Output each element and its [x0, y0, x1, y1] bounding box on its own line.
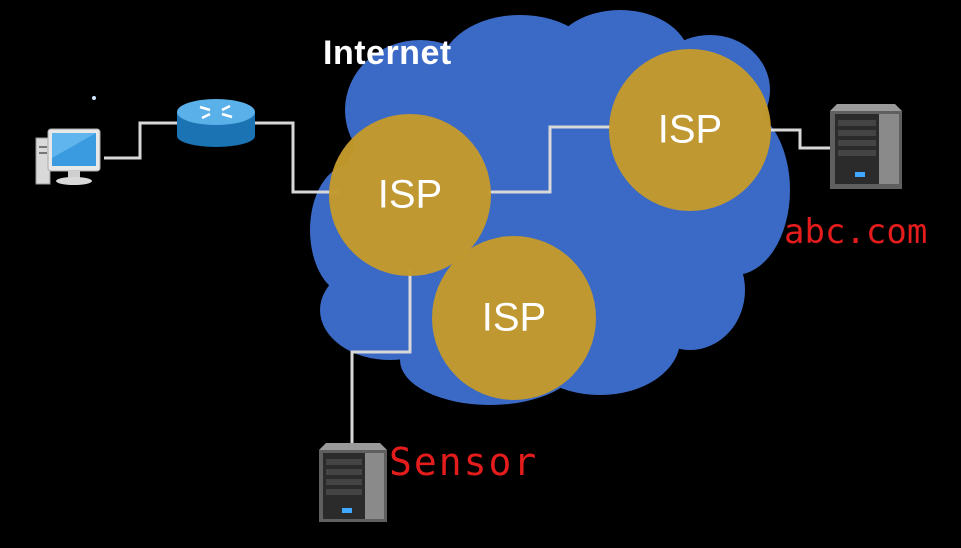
internet-label: Internet — [323, 34, 452, 72]
isp-node-left — [329, 114, 491, 276]
link-isp-isp — [488, 125, 612, 194]
isp-label-left: ISP — [377, 172, 443, 217]
isp-node-bottom — [432, 236, 596, 400]
link-isp-abc — [770, 128, 830, 150]
link-client-router — [104, 121, 178, 160]
isp-node-right — [609, 49, 771, 211]
link-isp-sensor — [350, 270, 412, 443]
desktop-computer-icon — [35, 128, 101, 185]
isp-label-right: ISP — [657, 107, 723, 152]
abc-server-icon — [830, 104, 902, 189]
isp-label-bottom: ISP — [481, 295, 547, 340]
abc-annotation: abc.com — [784, 212, 928, 252]
sensor-server-icon — [319, 443, 387, 522]
sensor-annotation: Sensor — [389, 440, 539, 484]
network-links — [104, 121, 830, 443]
isp-nodes — [329, 49, 771, 400]
stray-dot — [92, 96, 96, 100]
link-router-isp — [255, 121, 340, 194]
router-icon — [177, 99, 255, 147]
